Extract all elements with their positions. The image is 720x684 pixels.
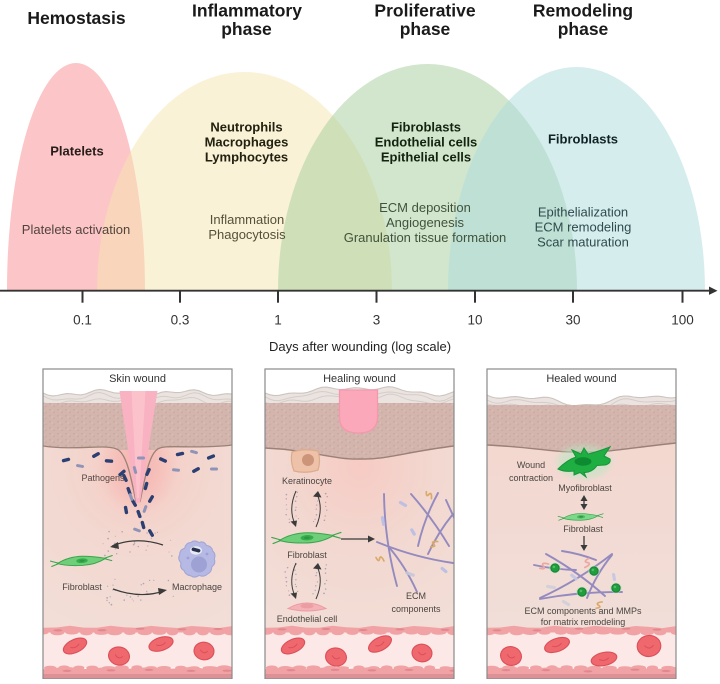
svg-text:Macrophage: Macrophage xyxy=(172,582,222,592)
svg-text:ECM remodeling: ECM remodeling xyxy=(535,220,632,235)
svg-text:phase: phase xyxy=(221,19,272,39)
svg-text:Inflammation: Inflammation xyxy=(210,212,284,227)
svg-text:for matrix remodeling: for matrix remodeling xyxy=(541,617,626,627)
svg-text:Pathogens: Pathogens xyxy=(81,473,125,483)
svg-text:contraction: contraction xyxy=(509,473,553,483)
svg-text:Proliferative: Proliferative xyxy=(374,1,475,21)
svg-text:Wound: Wound xyxy=(517,460,545,470)
svg-text:Endothelial cell: Endothelial cell xyxy=(277,614,338,624)
svg-text:Healing wound: Healing wound xyxy=(323,373,396,385)
svg-text:Fibroblasts: Fibroblasts xyxy=(391,120,461,135)
svg-text:Skin wound: Skin wound xyxy=(109,373,166,385)
svg-text:Epithelial cells: Epithelial cells xyxy=(381,150,471,165)
svg-text:Fibroblasts: Fibroblasts xyxy=(548,132,618,147)
svg-text:ECM components and MMPs: ECM components and MMPs xyxy=(524,606,642,616)
svg-text:Days after wounding (log scale: Days after wounding (log scale) xyxy=(269,339,451,354)
svg-text:Healed wound: Healed wound xyxy=(546,373,616,385)
svg-text:Keratinocyte: Keratinocyte xyxy=(282,476,332,486)
svg-text:Endothelial cells: Endothelial cells xyxy=(375,135,478,150)
svg-text:Fibroblast: Fibroblast xyxy=(62,582,102,592)
svg-text:Remodeling: Remodeling xyxy=(533,1,633,21)
svg-text:Fibroblast: Fibroblast xyxy=(563,524,603,534)
svg-text:0.1: 0.1 xyxy=(73,313,92,328)
svg-text:Lymphocytes: Lymphocytes xyxy=(205,150,288,165)
svg-text:Platelets activation: Platelets activation xyxy=(22,222,130,237)
svg-text:1: 1 xyxy=(274,313,282,328)
svg-text:Platelets: Platelets xyxy=(50,144,103,159)
svg-text:0.3: 0.3 xyxy=(171,313,190,328)
svg-text:3: 3 xyxy=(373,313,381,328)
svg-text:30: 30 xyxy=(565,313,580,328)
svg-text:phase: phase xyxy=(558,19,609,39)
svg-text:Angiogenesis: Angiogenesis xyxy=(386,215,465,230)
svg-text:Phagocytosis: Phagocytosis xyxy=(208,227,286,242)
svg-text:ECM: ECM xyxy=(406,591,426,601)
svg-text:phase: phase xyxy=(400,19,451,39)
svg-text:Neutrophils: Neutrophils xyxy=(210,120,282,135)
svg-text:Inflammatory: Inflammatory xyxy=(192,1,302,21)
svg-text:100: 100 xyxy=(671,313,694,328)
svg-text:Myofibroblast: Myofibroblast xyxy=(558,483,612,493)
svg-text:Epithelialization: Epithelialization xyxy=(538,205,628,220)
svg-text:Granulation tissue formation: Granulation tissue formation xyxy=(344,230,507,245)
svg-text:Fibroblast: Fibroblast xyxy=(287,550,327,560)
svg-text:ECM deposition: ECM deposition xyxy=(379,200,471,215)
svg-text:10: 10 xyxy=(467,313,482,328)
svg-text:Macrophages: Macrophages xyxy=(205,135,289,150)
svg-text:components: components xyxy=(391,604,441,614)
svg-text:Hemostasis: Hemostasis xyxy=(27,8,126,28)
svg-text:Scar maturation: Scar maturation xyxy=(537,235,629,250)
